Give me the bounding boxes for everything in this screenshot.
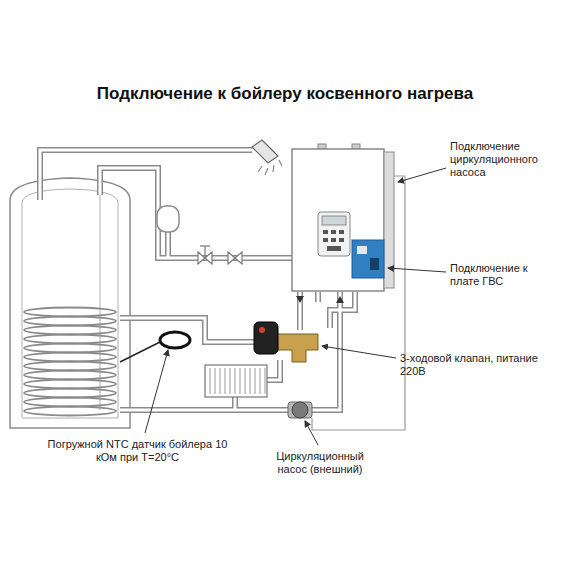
illustration-part xyxy=(272,334,318,362)
illustration-part xyxy=(388,268,446,272)
pump-wire xyxy=(312,176,405,430)
illustration-part xyxy=(205,365,267,397)
illustration-part xyxy=(254,322,278,354)
callout-label: Погружной NTC датчик бойлера 10 кОм при … xyxy=(40,438,235,464)
illustration-part xyxy=(24,362,116,371)
boiler-tank xyxy=(10,178,130,428)
illustration-part xyxy=(24,353,116,362)
illustration-part xyxy=(228,252,242,264)
illustration-part xyxy=(24,389,116,398)
illustration-part xyxy=(235,368,236,394)
diagram-title: Подключение к бойлеру косвенного нагрева xyxy=(0,84,570,104)
illustration-part xyxy=(245,368,246,394)
illustration-part xyxy=(255,368,256,394)
illustration-part xyxy=(258,160,282,175)
callout-label: 3-ходовой клапан, питание 220В xyxy=(400,352,562,378)
heat-exchanger-coil xyxy=(24,308,116,416)
illustration-part xyxy=(220,368,221,394)
illustration-part xyxy=(157,206,179,232)
illustration-part xyxy=(160,332,190,348)
illustration-part xyxy=(24,326,116,335)
leader-lines xyxy=(145,168,446,445)
circulation-pump xyxy=(288,402,312,418)
illustration-part xyxy=(24,308,116,317)
illustration-part xyxy=(323,238,328,242)
illustration-part xyxy=(322,346,396,358)
shutoff-valve xyxy=(198,246,242,264)
shower-head xyxy=(252,140,282,175)
expansion-vessel xyxy=(157,206,179,232)
illustration-part xyxy=(292,149,384,291)
illustration-part xyxy=(339,230,344,234)
illustration-part xyxy=(24,335,116,344)
illustration-part xyxy=(225,368,226,394)
ntc-sensor xyxy=(120,332,190,362)
illustration-part xyxy=(398,168,446,182)
illustration-part xyxy=(24,317,116,326)
illustration-part xyxy=(24,371,116,380)
illustration-part xyxy=(259,327,265,333)
illustration-part xyxy=(24,344,116,353)
illustration-part xyxy=(292,402,308,418)
illustration-part xyxy=(240,368,241,394)
illustration-part xyxy=(370,258,379,270)
illustration-part xyxy=(265,368,266,394)
illustration-part xyxy=(323,230,328,234)
illustration-part xyxy=(339,238,344,242)
illustration-part xyxy=(10,178,130,428)
callout-label: Подключение к плате ГВС xyxy=(450,262,532,288)
illustration-part xyxy=(357,246,367,254)
radiator xyxy=(205,365,267,397)
illustration-part xyxy=(327,246,341,251)
illustration-part xyxy=(352,240,384,278)
illustration-part xyxy=(230,368,231,394)
illustration-part xyxy=(296,296,304,303)
illustration-part xyxy=(24,407,116,416)
illustration-part xyxy=(252,140,278,163)
illustration-part xyxy=(22,189,118,418)
illustration-part xyxy=(204,246,205,258)
illustration-part xyxy=(336,296,344,303)
gas-boiler xyxy=(292,144,394,303)
illustration-part xyxy=(331,230,336,234)
illustration-part xyxy=(210,368,211,394)
illustration-part xyxy=(145,350,168,433)
illustration-part xyxy=(260,368,261,394)
illustration-part xyxy=(215,368,216,394)
illustration-part xyxy=(323,230,344,251)
illustration-part xyxy=(318,212,350,256)
illustration-part xyxy=(120,342,160,362)
illustration-part xyxy=(288,402,312,418)
illustration-part xyxy=(305,421,318,445)
callout-label: Подключение циркуляционного насоса xyxy=(450,140,565,179)
illustration-part xyxy=(312,176,405,430)
three-way-valve xyxy=(254,322,318,362)
illustration-part xyxy=(24,398,116,407)
illustration-part xyxy=(24,380,116,389)
illustration-part xyxy=(250,368,251,394)
illustration-part xyxy=(210,368,265,394)
illustration-part xyxy=(322,216,346,225)
illustration-part xyxy=(331,238,336,242)
illustration-part xyxy=(200,245,210,246)
callout-label: Циркуляционный насос (внешний) xyxy=(262,450,378,476)
